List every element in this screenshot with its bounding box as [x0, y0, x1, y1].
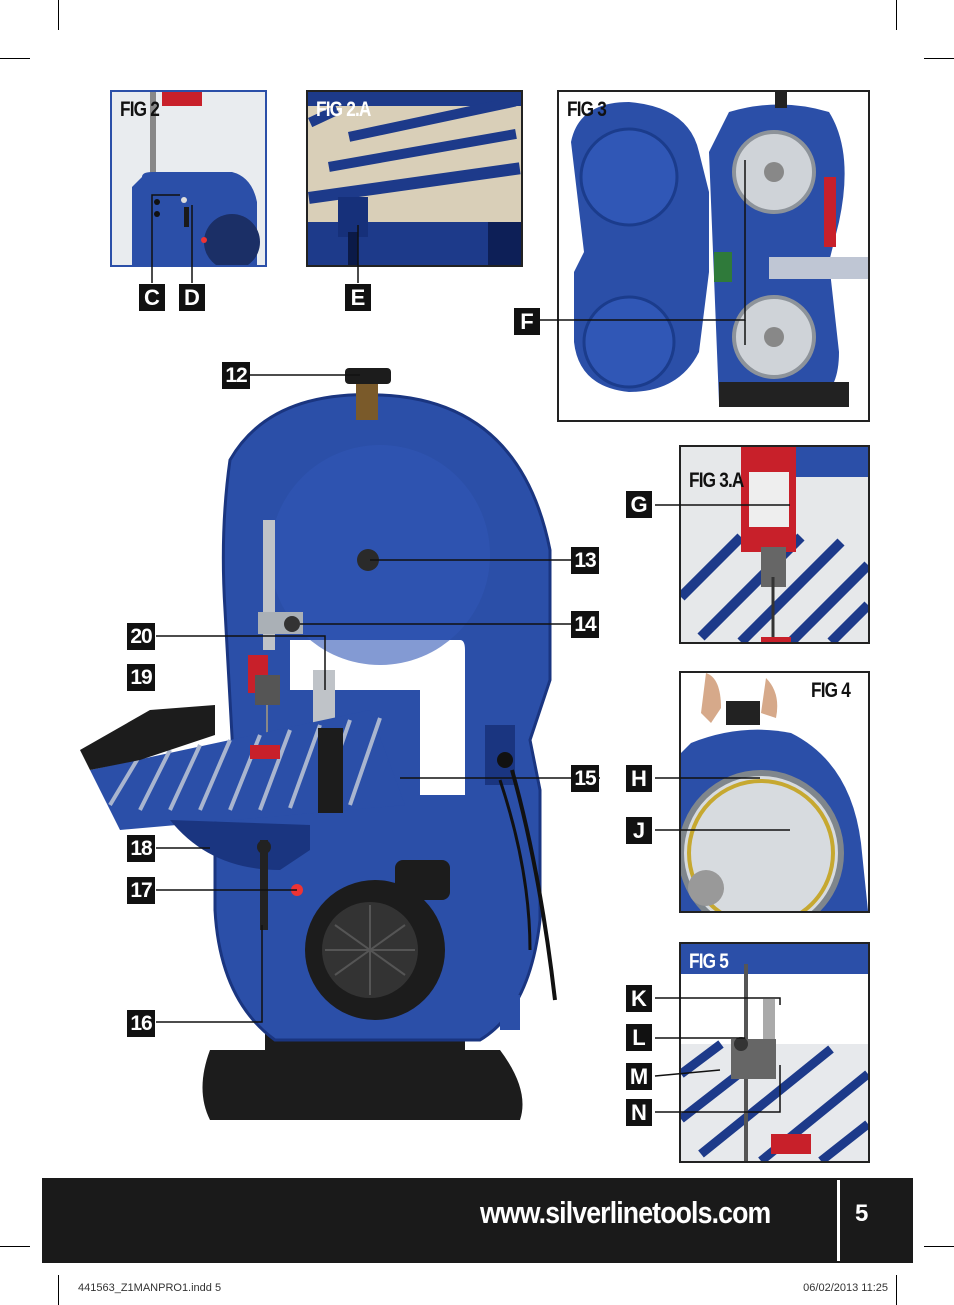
crop-mark	[0, 1246, 30, 1247]
callout-19: 19	[127, 664, 155, 691]
crop-mark	[58, 1275, 59, 1305]
fig3-label: FIG 3	[567, 98, 607, 121]
fig3-illustration	[559, 92, 868, 420]
callout-20: 20	[127, 623, 155, 650]
fig3a-illustration	[681, 447, 868, 642]
callout-f: F	[514, 308, 540, 335]
footer-divider	[837, 1180, 840, 1261]
callout-d: D	[179, 284, 205, 311]
fig2a-label: FIG 2.A	[316, 98, 371, 121]
fig5-photo: FIG 5	[679, 942, 870, 1163]
callout-14: 14	[571, 611, 599, 638]
fig2a-photo: FIG 2.A	[306, 90, 523, 267]
callout-m: M	[626, 1063, 652, 1090]
main-bandsaw-photo	[80, 368, 557, 1120]
callout-18: 18	[127, 835, 155, 862]
website-url[interactable]: www.silverlinetools.com	[480, 1195, 771, 1230]
fig2-label: FIG 2	[120, 98, 160, 121]
print-file-info: 441563_Z1MANPRO1.indd 5	[78, 1282, 222, 1294]
callout-g: G	[626, 491, 652, 518]
fig4-photo: FIG 4	[679, 671, 870, 913]
callout-n: N	[626, 1099, 652, 1126]
fig4-label: FIG 4	[811, 679, 851, 702]
callout-k: K	[626, 985, 652, 1012]
fig3-photo: FIG 3	[557, 90, 870, 422]
callout-c: C	[139, 284, 165, 311]
fig2-photo: FIG 2	[110, 90, 267, 267]
crop-mark	[924, 58, 954, 59]
callout-h: H	[626, 765, 652, 792]
fig2a-illustration	[308, 92, 521, 265]
callout-17: 17	[127, 877, 155, 904]
fig4-illustration	[681, 673, 868, 911]
crop-mark	[896, 0, 897, 30]
crop-mark	[0, 58, 30, 59]
page-number: 5	[855, 1200, 869, 1227]
fig5-illustration	[681, 944, 868, 1161]
fig3a-label: FIG 3.A	[689, 469, 744, 492]
callout-13: 13	[571, 547, 599, 574]
callout-16: 16	[127, 1010, 155, 1037]
print-datetime: 06/02/2013 11:25	[803, 1282, 888, 1294]
callout-12: 12	[222, 362, 250, 389]
callout-15: 15	[571, 765, 599, 792]
callout-l: L	[626, 1024, 652, 1051]
fig5-label: FIG 5	[689, 950, 729, 973]
callout-j: J	[626, 817, 652, 844]
fig3a-photo: FIG 3.A	[679, 445, 870, 644]
callout-e: E	[345, 284, 371, 311]
crop-mark	[58, 0, 59, 30]
crop-mark	[924, 1246, 954, 1247]
footer-bar	[42, 1178, 913, 1263]
crop-mark	[896, 1275, 897, 1305]
